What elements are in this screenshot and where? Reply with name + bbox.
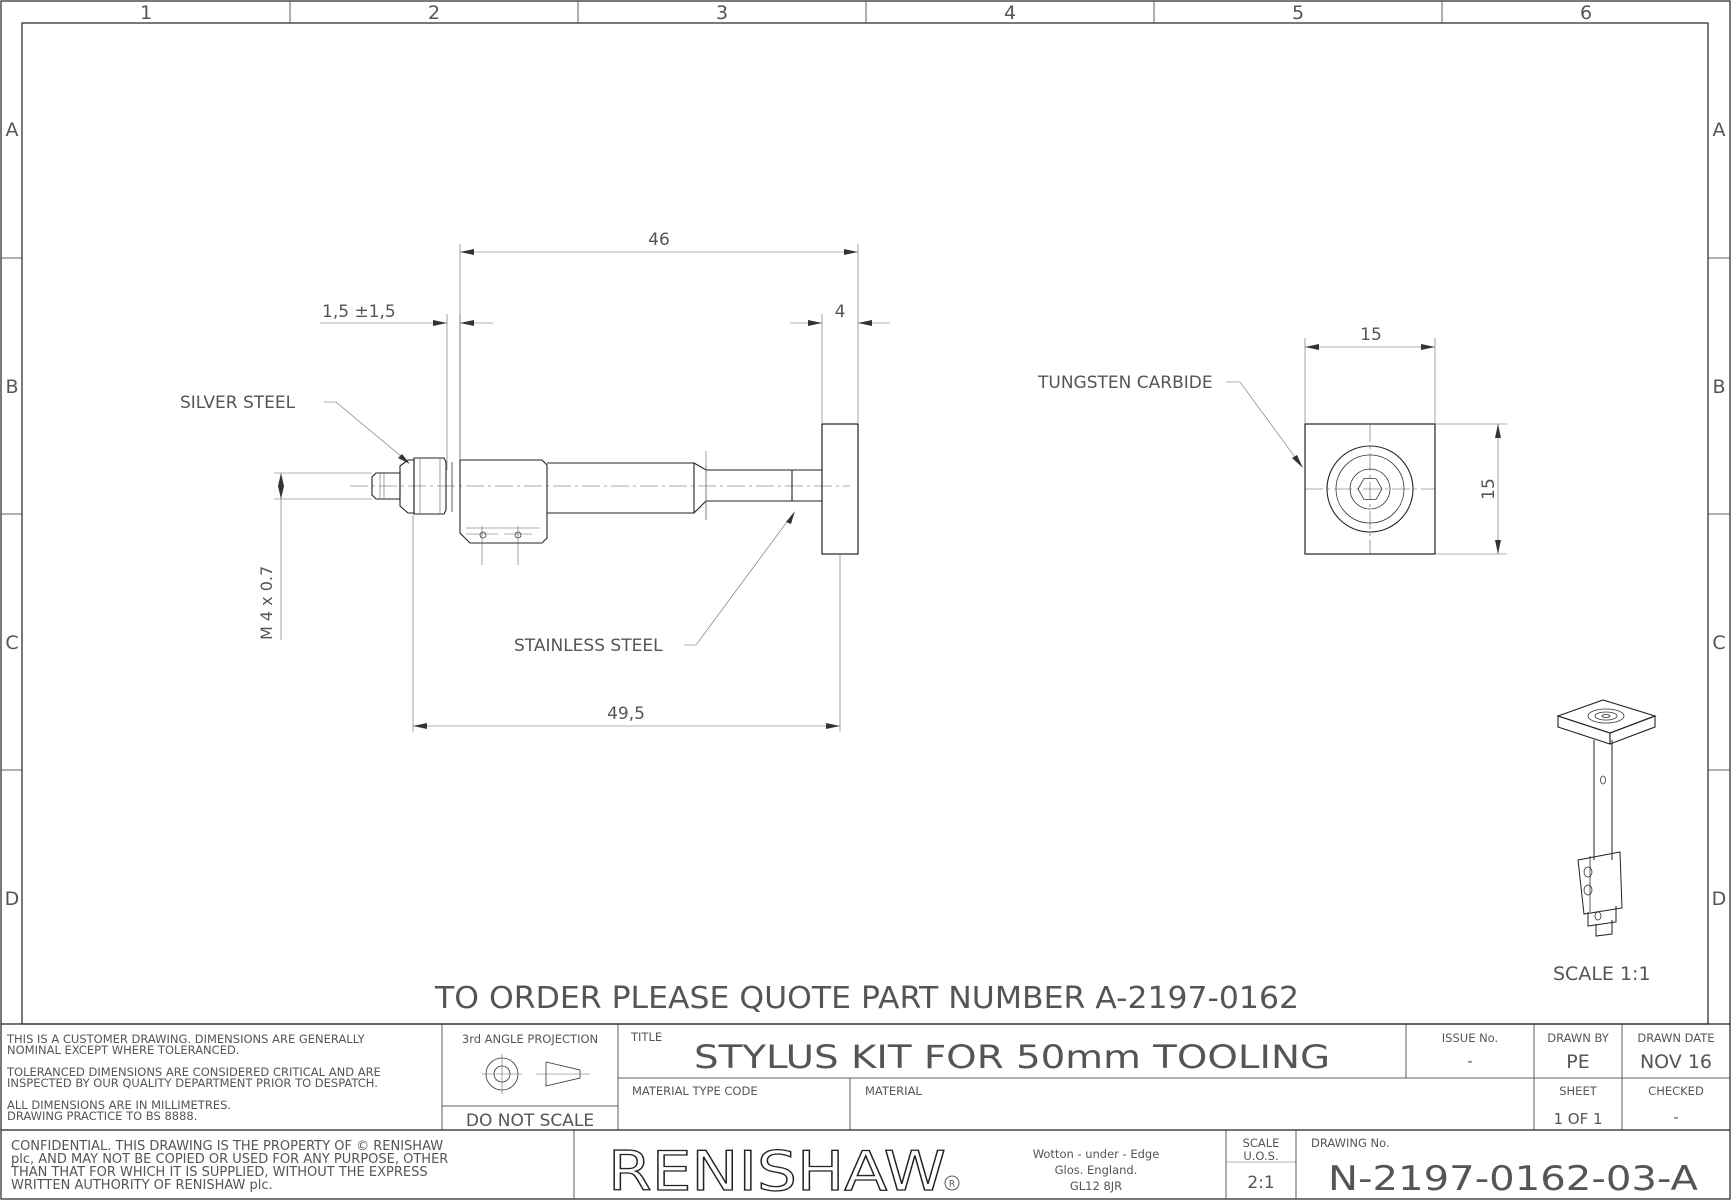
scale-label: SCALE [1243,1136,1280,1150]
drawing-title: STYLUS KIT FOR 50mm TOOLING [694,1038,1330,1076]
drawn-date-value: NOV 16 [1640,1051,1712,1073]
iso-view: SCALE 1:1 [1553,699,1657,985]
issue-label: ISSUE No. [1442,1031,1498,1045]
zone-row-b-left: B [5,376,18,398]
zone-col-2: 2 [428,2,440,24]
dim-plate-thickness: 4 [835,302,846,322]
zone-col-3: 3 [716,2,728,24]
label-tungsten-carbide: TUNGSTEN CARBIDE [1037,373,1213,393]
address-line-2: Glos. England. [1055,1163,1138,1177]
confidential-line-3: THAN THAT FOR WHICH IT IS SUPPLIED, WITH… [10,1165,428,1180]
zone-col-4: 4 [1004,2,1016,24]
zone-row-a-left: A [6,119,19,141]
dim-plate-width: 15 [1360,325,1382,345]
third-angle-projection-icon [482,1054,590,1094]
confidential-line-2: plc, AND MAY NOT BE COPIED OR USED FOR A… [11,1152,448,1167]
title-label: TITLE [630,1030,662,1044]
renishaw-logo: RENISHAW [608,1140,946,1200]
note-line-2: NOMINAL EXCEPT WHERE TOLERANCED. [7,1043,239,1057]
material-label: MATERIAL [865,1084,922,1098]
note-line-5: ALL DIMENSIONS ARE IN MILLIMETRES. [7,1098,231,1112]
zone-labels: 1 2 3 4 5 6 A B C D A B C D [5,2,1727,910]
registered-mark-icon: R [944,1175,960,1191]
scale-value: 2:1 [1247,1173,1274,1193]
dim-thread: M 4 x 0.7 [257,566,276,640]
drawn-by-label: DRAWN BY [1547,1031,1610,1045]
sheet-label: SHEET [1559,1084,1597,1098]
confidential-line-1: CONFIDENTIAL. THIS DRAWING IS THE PROPER… [11,1139,443,1154]
confidential-line-4: WRITTEN AUTHORITY OF RENISHAW plc. [11,1178,273,1193]
svg-text:R: R [949,1180,955,1190]
zone-col-1: 1 [140,2,152,24]
dim-total-length: 49,5 [607,704,645,724]
note-line-3: TOLERANCED DIMENSIONS ARE CONSIDERED CRI… [6,1065,381,1079]
end-view: 15 15 TUNGSTEN CARBIDE [1037,325,1507,555]
checked-value: - [1673,1108,1678,1126]
zone-row-c-left: C [5,632,18,654]
silver-steel-collar [399,459,415,514]
drawn-date-label: DRAWN DATE [1637,1031,1714,1045]
checked-label: CHECKED [1648,1084,1704,1098]
zone-col-6: 6 [1580,2,1592,24]
do-not-scale: DO NOT SCALE [466,1111,594,1131]
shaft [547,462,695,514]
dim-plate-height: 15 [1479,478,1499,500]
issue-value: - [1467,1052,1472,1070]
label-stainless-steel: STAINLESS STEEL [514,636,663,656]
note-line-6: DRAWING PRACTICE TO BS 8888. [7,1109,197,1123]
address-line-3: GL12 8JR [1070,1179,1122,1193]
note-line-1: THIS IS A CUSTOMER DRAWING. DIMENSIONS A… [6,1032,366,1046]
dim-overall-length: 46 [648,230,670,250]
scale-uos-label: U.O.S. [1243,1149,1278,1163]
drawing-number: N-2197-0162-03-A [1328,1159,1698,1199]
material-type-code-label: MATERIAL TYPE CODE [632,1084,758,1098]
drawing-no-label: DRAWING No. [1311,1136,1390,1150]
zone-row-c-right: C [1712,632,1725,654]
order-note: TO ORDER PLEASE QUOTE PART NUMBER A-2197… [434,981,1299,1016]
zone-row-a-right: A [1713,119,1726,141]
label-silver-steel: SILVER STEEL [180,393,296,413]
carbide-plate-side [821,423,859,555]
address-line-1: Wotton - under - Edge [1033,1147,1160,1161]
dim-offset: 1,5 ±1,5 [322,302,396,322]
title-block: THIS IS A CUSTOMER DRAWING. DIMENSIONS A… [1,1023,1730,1200]
body-block [459,459,548,544]
drawn-by-value: PE [1566,1051,1589,1073]
zone-row-b-right: B [1712,376,1725,398]
sheet-value: 1 OF 1 [1553,1110,1602,1128]
zone-row-d-left: D [5,888,20,910]
side-view: 46 1,5 ±1,5 4 49,5 M 4 x 0.7 SILVER STEE… [180,230,890,732]
note-line-4: INSPECTED BY OUR QUALITY DEPARTMENT PRIO… [7,1076,378,1090]
zone-col-5: 5 [1292,2,1304,24]
iso-scale-label: SCALE 1:1 [1553,963,1651,985]
zone-row-d-right: D [1712,888,1727,910]
projection-label: 3rd ANGLE PROJECTION [462,1032,598,1046]
